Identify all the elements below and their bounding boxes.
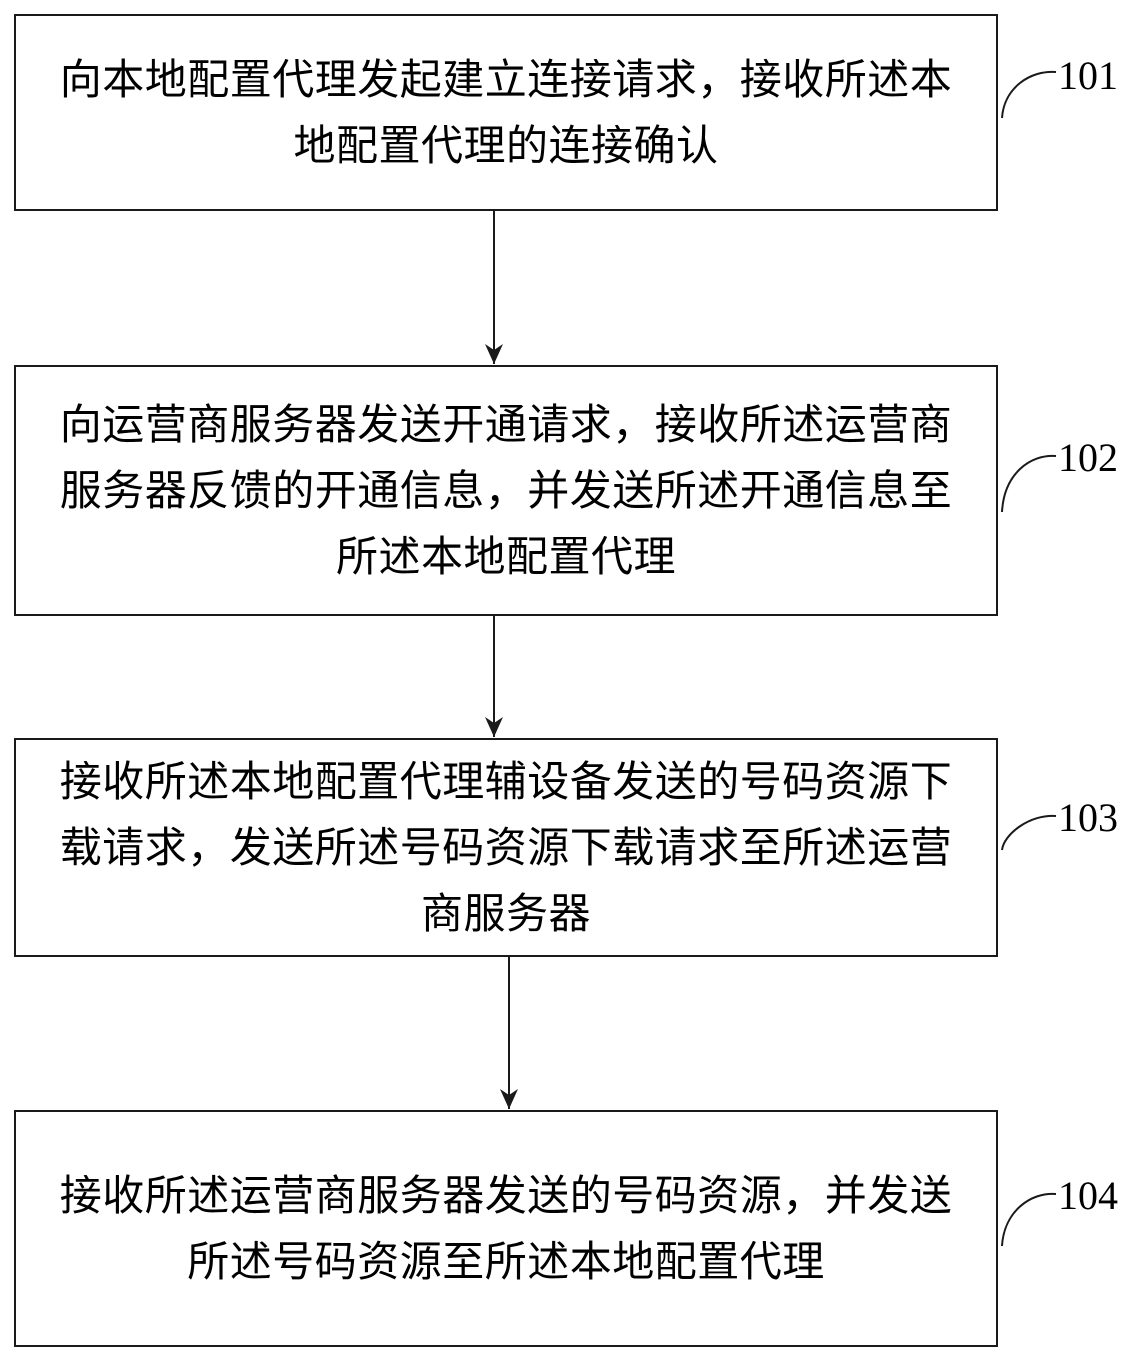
leader-102 xyxy=(1001,454,1057,513)
leader-104 xyxy=(1001,1192,1057,1247)
step-text-104: 接收所述运营商服务器发送的号码资源，并发送所述号码资源至所述本地配置代理 xyxy=(59,1170,953,1286)
step-text-101: 向本地配置代理发起建立连接请求，接收所述本地配置代理的连接确认 xyxy=(59,54,953,170)
step-box-104: 接收所述运营商服务器发送的号码资源，并发送所述号码资源至所述本地配置代理 xyxy=(14,1110,998,1347)
step-box-103: 接收所述本地配置代理辅设备发送的号码资源下载请求，发送所述号码资源下载请求至所述… xyxy=(14,738,998,957)
arrowhead-102-to-103 xyxy=(485,717,503,737)
step-text-102: 向运营商服务器发送开通请求，接收所述运营商服务器反馈的开通信息，并发送所述开通信… xyxy=(59,399,953,581)
leader-103 xyxy=(1001,814,1057,851)
step-label-104: 104 xyxy=(1058,1173,1118,1218)
step-label-102: 102 xyxy=(1058,435,1118,480)
leader-101 xyxy=(1001,70,1057,119)
step-text-103: 接收所述本地配置代理辅设备发送的号码资源下载请求，发送所述号码资源下载请求至所述… xyxy=(59,756,953,938)
step-label-103: 103 xyxy=(1058,795,1118,840)
arrowhead-101-to-102 xyxy=(485,344,503,364)
step-box-101: 向本地配置代理发起建立连接请求，接收所述本地配置代理的连接确认 xyxy=(14,14,998,211)
step-box-102: 向运营商服务器发送开通请求，接收所述运营商服务器反馈的开通信息，并发送所述开通信… xyxy=(14,365,998,616)
step-label-101: 101 xyxy=(1058,53,1118,98)
arrowhead-103-to-104 xyxy=(500,1089,518,1109)
